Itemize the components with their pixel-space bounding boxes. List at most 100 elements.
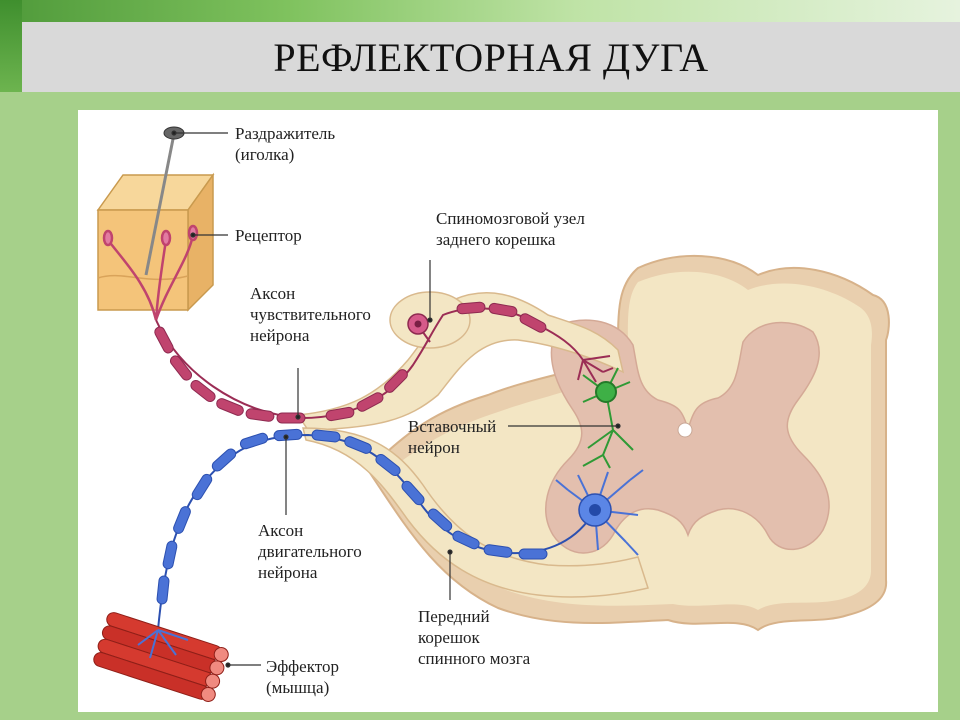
- motor-myelin-8: [311, 429, 341, 443]
- muscle-effector: [93, 612, 229, 702]
- interneuron-terminal-3: [602, 454, 611, 469]
- motor-myelin-13: [173, 506, 191, 534]
- top-decorative-band: [0, 0, 960, 22]
- interneuron-body: [595, 381, 617, 403]
- label-stimulus-line1: Раздражитель: [235, 124, 336, 143]
- sensory-myelin-9: [384, 369, 408, 393]
- motor-dendrite-10: [625, 541, 639, 556]
- motor-myelin-7: [344, 436, 372, 454]
- label-stimulus-line2: (иголка): [235, 145, 295, 164]
- muscle-fiber-bundle: [93, 612, 229, 702]
- sensory-branch-4: [577, 359, 584, 381]
- label-effector-line2: (мышца): [266, 678, 330, 697]
- label-effector-line1: Эффектор: [266, 657, 339, 676]
- reflex-arc-diagram: [93, 126, 890, 702]
- label-interneuron-line2: нейрон: [408, 438, 460, 457]
- receptor-fiber-3: [154, 234, 195, 321]
- receptor-capsule-1: [102, 229, 114, 247]
- label-motor-axon-line3: нейрона: [258, 563, 318, 582]
- sensory-myelin-2: [169, 355, 193, 381]
- slide-title: РЕФЛЕКТОРНАЯ ДУГА: [273, 34, 709, 80]
- skin-block: [96, 172, 215, 312]
- leader-sensory-axon-dot: [295, 414, 301, 420]
- label-receptor-line1: Рецептор: [235, 226, 302, 245]
- label-motor-axon-line1: Аксон: [258, 521, 304, 540]
- sensory-terminal-branches: [577, 355, 614, 383]
- label-anterior-root-line1: Передний: [418, 607, 490, 626]
- leader-ganglion-dot: [427, 317, 433, 323]
- sensory-myelin-8: [356, 392, 384, 412]
- label-sensory-axon-line3: нейрона: [250, 326, 310, 345]
- motor-myelin-14: [162, 540, 178, 570]
- sensory-neuron-nucleus: [414, 320, 422, 328]
- motor-myelin-1: [518, 548, 548, 560]
- motor-myelin-2: [483, 544, 513, 558]
- motor-myelin-3: [452, 530, 480, 550]
- motor-myelin-11: [211, 448, 237, 472]
- sensory-myelin-12: [519, 313, 547, 333]
- receptor-fiber-1: [107, 239, 158, 321]
- central-canal: [677, 422, 693, 438]
- motor-myelin-6: [375, 453, 401, 477]
- label-anterior-root-line2: корешок: [418, 628, 480, 647]
- interneuron-terminal-2: [587, 429, 614, 449]
- sensory-neuron: [154, 301, 614, 424]
- title-bar: РЕФЛЕКТОРНАЯ ДУГА: [22, 22, 960, 92]
- motor-dendrite-8: [555, 479, 569, 491]
- sensory-branch-2: [582, 359, 597, 383]
- sensory-branch-3: [582, 355, 611, 361]
- sensory-myelin-11: [488, 302, 518, 318]
- motor-end-branch-4: [157, 629, 189, 641]
- label-motor-axon: Аксон двигательного нейрона: [258, 520, 362, 583]
- motor-myelin-5: [401, 480, 425, 506]
- motor-end-branch-2: [149, 629, 159, 659]
- leader-effector-dot: [225, 662, 231, 668]
- motor-neuron-nucleus: [589, 504, 601, 516]
- leader-stimulus-dot: [171, 130, 177, 136]
- leaf-decoration: [0, 0, 22, 92]
- label-sensory-axon: Аксон чувствительного нейрона: [250, 283, 371, 346]
- interneuron: [582, 367, 634, 469]
- leader-anterior-root-dot: [447, 549, 453, 555]
- label-motor-axon-line2: двигательного: [258, 542, 362, 561]
- sensory-myelin-1: [154, 326, 174, 354]
- leader-lines: [171, 130, 621, 668]
- label-ganglion-line1: Спиномозговой узел: [436, 209, 585, 228]
- label-receptor: Рецептор: [235, 225, 302, 246]
- sensory-myelin-4: [216, 398, 244, 416]
- sensory-myelin-7: [325, 406, 355, 422]
- needle-shaft: [144, 133, 176, 276]
- leader-interneuron-dot: [615, 423, 621, 429]
- interneuron-terminal-1: [612, 429, 634, 451]
- motor-end-branch-1: [137, 629, 159, 646]
- motor-end-branch-3: [157, 629, 177, 656]
- receptor-capsule-2: [160, 229, 172, 247]
- leader-motor-axon-dot: [283, 434, 289, 440]
- label-anterior-root: Передний корешок спинного мозга: [418, 606, 530, 669]
- label-ganglion: Спиномозговой узел заднего корешка: [436, 208, 585, 250]
- motor-myelin-segments: [156, 428, 548, 605]
- motor-myelin-4: [427, 508, 453, 532]
- label-interneuron: Вставочный нейрон: [408, 416, 496, 458]
- motor-end-plates: [137, 629, 189, 659]
- sensory-myelin-5: [245, 408, 275, 422]
- muscle-fiber-end-4: [200, 686, 216, 702]
- motor-myelin-9: [273, 428, 303, 442]
- leader-receptor-dot: [190, 232, 196, 238]
- label-stimulus: Раздражитель (иголка): [235, 123, 335, 165]
- interneuron-terminal-4: [582, 454, 604, 467]
- motor-neuron: [156, 428, 644, 631]
- sensory-myelin-6: [276, 412, 306, 424]
- motor-myelin-10: [239, 432, 269, 450]
- skin-block-front: [97, 209, 189, 311]
- label-sensory-axon-line2: чувствительного: [250, 305, 371, 324]
- sensory-branch-1: [582, 359, 604, 373]
- reflex-arc-figure: Раздражитель (иголка) Рецептор Спиномозг…: [78, 110, 938, 712]
- sensory-myelin-segments: [154, 301, 547, 424]
- motor-myelin-12: [191, 473, 213, 501]
- motor-dendrite-9: [629, 469, 644, 481]
- sensory-myelin-3: [190, 379, 216, 403]
- label-interneuron-line1: Вставочный: [408, 417, 497, 436]
- spinal-cord: [366, 254, 890, 632]
- sensory-branch-5: [602, 367, 614, 373]
